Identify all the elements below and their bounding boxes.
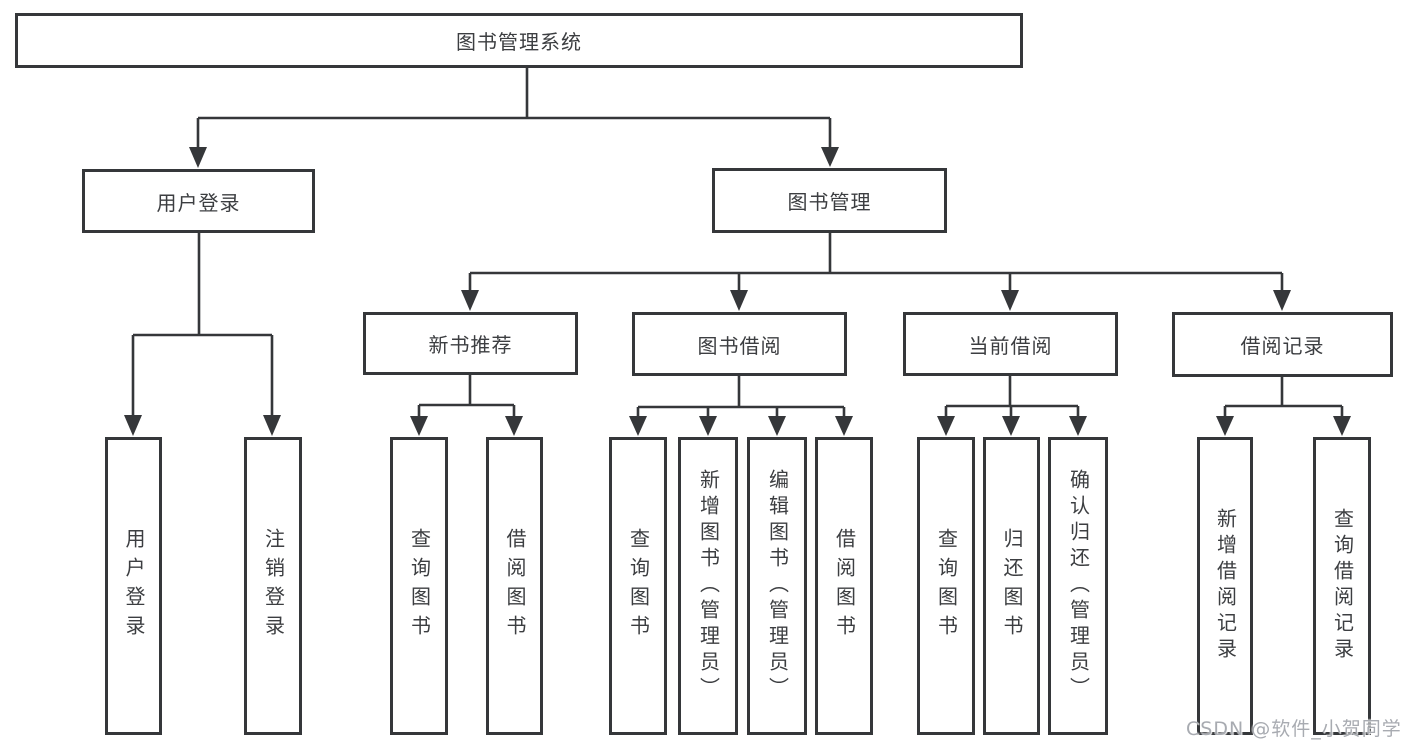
leaf-logout: 注销登录 xyxy=(244,437,302,735)
connector-book-management-children xyxy=(461,233,1291,311)
node-label: 注销登录 xyxy=(261,528,286,644)
leaf-confirm-return-admin: 确认归还（管理员） xyxy=(1048,437,1108,735)
node-label: 用户登录 xyxy=(122,528,146,644)
leaf-borrow-books-recommend: 借阅图书 xyxy=(486,437,543,735)
node-label: 归还图书 xyxy=(1000,528,1024,644)
node-label: 查询图书 xyxy=(407,528,432,644)
leaf-query-borrow-record: 查询借阅记录 xyxy=(1313,437,1371,735)
watermark: CSDN @软件_小贺同学 xyxy=(1186,718,1402,740)
node-label: 借阅图书 xyxy=(832,528,857,644)
node-new-book-recommend: 新书推荐 xyxy=(363,312,578,375)
node-label: 图书管理系统 xyxy=(456,30,582,54)
leaf-query-books-recommend: 查询图书 xyxy=(390,437,448,735)
leaf-add-borrow-record: 新增借阅记录 xyxy=(1197,437,1253,735)
node-label: 查询图书 xyxy=(626,528,651,644)
node-borrow-records: 借阅记录 xyxy=(1172,312,1393,377)
node-label: 查询借阅记录 xyxy=(1330,508,1355,664)
node-label: 用户登录 xyxy=(156,190,241,215)
node-root: 图书管理系统 xyxy=(15,13,1023,68)
node-label: 确认归还（管理员） xyxy=(1066,469,1091,703)
leaf-user-login: 用户登录 xyxy=(105,437,162,735)
node-label: 图书管理 xyxy=(787,190,872,214)
connector-book-borrow-children xyxy=(629,376,853,436)
connector-new-book-recommend-children xyxy=(410,375,523,436)
leaf-query-books-borrow: 查询图书 xyxy=(609,437,667,735)
node-user-login: 用户登录 xyxy=(82,169,315,233)
node-label: 新增图书（管理员） xyxy=(696,469,721,703)
node-label: 图书借阅 xyxy=(697,333,782,358)
connector-current-borrow-children xyxy=(937,376,1087,436)
connector-user-login-children xyxy=(124,233,281,436)
node-book-management: 图书管理 xyxy=(712,168,947,233)
node-label: 借阅记录 xyxy=(1240,334,1325,358)
leaf-query-books-current: 查询图书 xyxy=(917,437,975,735)
node-label: 当前借阅 xyxy=(968,333,1053,358)
leaf-edit-book-admin: 编辑图书（管理员） xyxy=(747,437,807,735)
connector-root-to-level2 xyxy=(189,67,839,168)
leaf-add-book-admin: 新增图书（管理员） xyxy=(678,437,738,735)
leaf-return-book: 归还图书 xyxy=(983,437,1040,735)
node-current-borrow: 当前借阅 xyxy=(903,312,1118,376)
node-label: 新书推荐 xyxy=(428,333,513,357)
node-book-borrow: 图书借阅 xyxy=(632,312,847,376)
node-label: 编辑图书（管理员） xyxy=(765,469,790,703)
node-label: 新增借阅记录 xyxy=(1213,508,1238,664)
node-label: 借阅图书 xyxy=(503,528,527,644)
connector-borrow-records-children xyxy=(1216,377,1351,436)
node-label: 查询图书 xyxy=(934,528,959,644)
leaf-borrow-books: 借阅图书 xyxy=(815,437,873,735)
